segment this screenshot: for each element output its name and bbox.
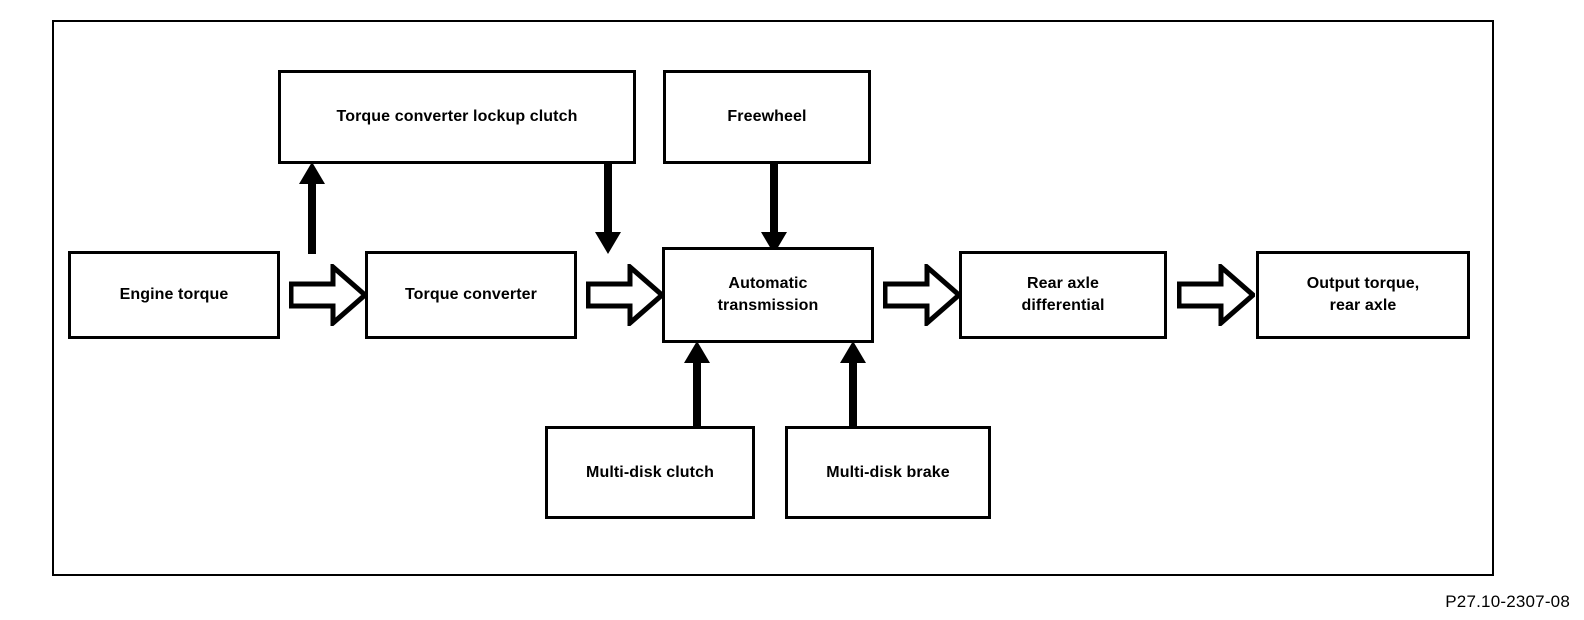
node-freewheel[interactable]: Freewheel <box>663 70 871 164</box>
node-automatic-transmission[interactable]: Automatic transmission <box>662 247 874 343</box>
node-label: Rear axle differential <box>1021 275 1105 314</box>
node-rear-axle-differential[interactable]: Rear axle differential <box>959 251 1167 339</box>
flow-arrow-converter-to-lockup-clutch-icon <box>295 162 329 254</box>
node-label: Torque converter <box>405 286 537 304</box>
node-label: Freewheel <box>727 108 807 126</box>
flow-arrow-freewheel-to-transmission-icon <box>757 162 791 254</box>
node-torque-converter-lockup-clutch[interactable]: Torque converter lockup clutch <box>278 70 636 164</box>
flow-arrow-transmission-to-differential-icon <box>883 264 961 326</box>
node-multi-disk-clutch[interactable]: Multi-disk clutch <box>545 426 755 519</box>
node-label: Multi-disk clutch <box>586 463 714 481</box>
node-label: Engine torque <box>119 286 229 304</box>
node-label: Automatic transmission <box>717 275 819 314</box>
node-torque-converter[interactable]: Torque converter <box>365 251 577 339</box>
diagram-frame: Torque converter lockup clutch Freewheel… <box>52 20 1494 576</box>
flow-arrow-differential-to-output-icon <box>1177 264 1255 326</box>
node-output-torque-rear-axle[interactable]: Output torque, rear axle <box>1256 251 1470 339</box>
flow-arrow-engine-to-converter-icon <box>289 264 367 326</box>
flow-arrow-multi-disk-clutch-to-transmission-icon <box>680 341 714 429</box>
node-label: Torque converter lockup clutch <box>336 108 578 126</box>
node-label: Output torque, rear axle <box>1306 275 1420 314</box>
node-multi-disk-brake[interactable]: Multi-disk brake <box>785 426 991 519</box>
flow-arrow-converter-to-transmission-icon <box>586 264 664 326</box>
node-label: Multi-disk brake <box>826 463 950 481</box>
node-engine-torque[interactable]: Engine torque <box>68 251 280 339</box>
flow-arrow-lockup-clutch-to-transmission-icon <box>591 162 625 254</box>
diagram-caption: P27.10-2307-08 <box>1445 592 1570 611</box>
flow-arrow-multi-disk-brake-to-transmission-icon <box>836 341 870 429</box>
